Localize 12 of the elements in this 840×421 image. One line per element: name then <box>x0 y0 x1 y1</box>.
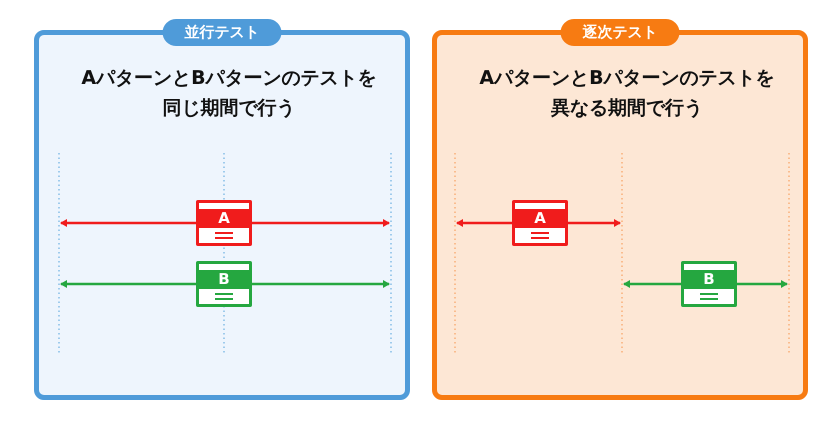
pattern-letter: B <box>702 271 716 288</box>
webpage-icon <box>512 200 568 246</box>
heading-text: AパターンとBパターンのテストを異なる期間で行う <box>478 66 776 121</box>
pattern-letter: A <box>217 210 231 227</box>
webpage-icon <box>196 261 252 307</box>
pattern-letter: B <box>217 271 231 288</box>
heading-text: AパターンとBパターンのテストを同じ期間で行う <box>80 66 378 121</box>
webpage-icon <box>196 200 252 246</box>
pattern-letter: A <box>533 210 547 227</box>
heading-badge: 並行テスト <box>162 19 282 46</box>
webpage-icon <box>681 261 737 307</box>
heading-badge: 逐次テスト <box>560 19 680 46</box>
